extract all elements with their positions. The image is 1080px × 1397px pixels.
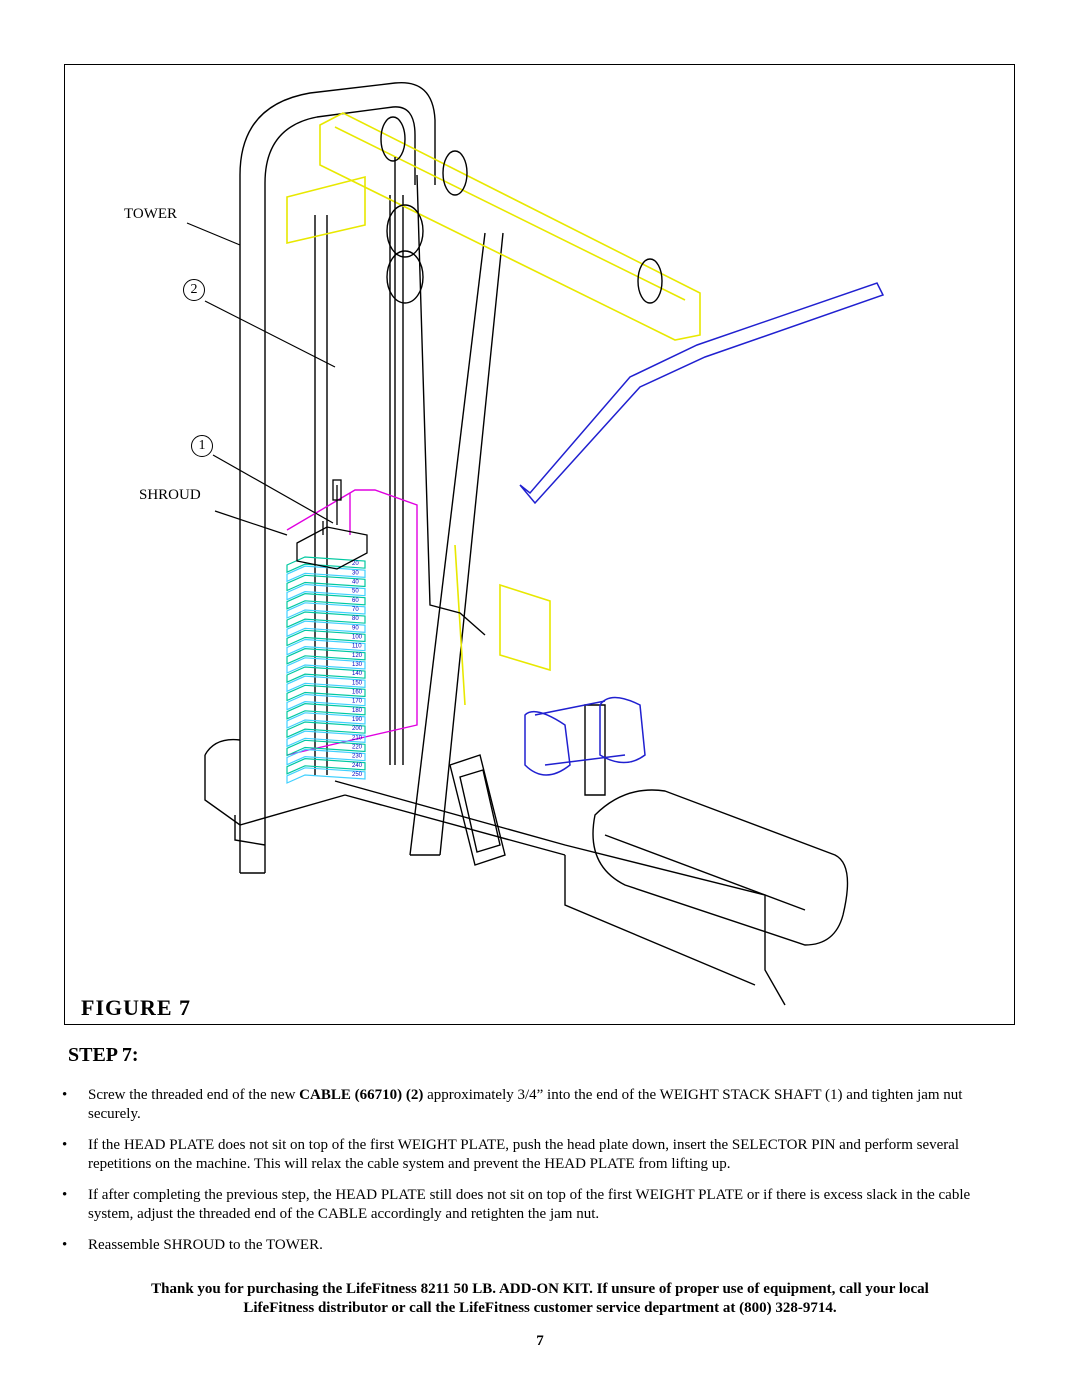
weight-plate: [286, 583, 366, 601]
tower-label: TOWER: [124, 206, 178, 222]
head-plate: [296, 479, 368, 570]
weight-plate: [286, 693, 366, 711]
head-arm: [286, 112, 701, 706]
weight-plate: [286, 648, 366, 665]
weight-plate: [286, 657, 366, 674]
weight-plate: [286, 565, 366, 583]
weight-plate: [286, 748, 366, 766]
weight-plate-label: 220: [352, 745, 363, 751]
instruction-text: If after completing the previous step, t…: [88, 1187, 971, 1222]
shroud-label: SHROUD: [139, 487, 201, 503]
weight-plate-label: 60: [352, 598, 359, 604]
instruction-text: approximately 3/4” into the end of the W…: [88, 1087, 963, 1122]
weight-plate-label: 240: [352, 763, 363, 769]
weight-plate-label: 40: [352, 580, 359, 586]
weight-plate: [286, 593, 366, 610]
weight-plate-label: 130: [352, 662, 363, 668]
weight-plate: [286, 629, 366, 647]
weight-plate: [286, 620, 366, 638]
thank-you-note: Thank you for purchasing the LifeFitness…: [70, 1280, 1010, 1318]
instruction-text: Screw the threaded end of the new: [88, 1087, 300, 1103]
weight-labels: 20 30 40 50 60 70 80 90 100 110 120 130 140 150 160 170…: [352, 561, 363, 778]
lat-bar: [519, 282, 885, 776]
instruction-list: • Screw the threaded end of the new CABL…: [62, 1086, 1007, 1255]
weight-plate: [286, 638, 366, 656]
weight-plate-label: 50: [352, 589, 359, 595]
weight-plate-label: 180: [352, 708, 363, 714]
weight-plate: [286, 666, 366, 684]
weight-plate: [286, 602, 366, 619]
weight-plate-label: 30: [352, 570, 359, 576]
weight-plate: [286, 739, 366, 757]
instruction-text: If the HEAD PLATE does not sit on top of…: [88, 1137, 960, 1172]
step-heading: STEP 7:: [68, 1044, 139, 1066]
weight-plate: [286, 767, 366, 784]
weight-plate-label: 230: [352, 754, 363, 760]
figure-box: 20 30 40 50 60 70 80 90 100 110 120 130 140 150 160 170…: [64, 64, 1015, 1025]
instruction-item: • If after completing the previous step,…: [62, 1186, 1007, 1224]
weight-stack: [286, 556, 366, 784]
instruction-bold-text: CABLE (66710) (2): [299, 1087, 424, 1103]
bullet-icon: •: [62, 1187, 68, 1203]
shaft-number-callout: 1: [191, 435, 213, 457]
weight-plate-label: 170: [352, 699, 363, 705]
weight-plate-label: 110: [352, 644, 362, 650]
bullet-icon: •: [62, 1237, 68, 1253]
weight-plate: [286, 556, 366, 574]
weight-plate-label: 200: [352, 726, 363, 732]
weight-plate: [286, 721, 366, 739]
weight-plate: [286, 758, 366, 775]
thank-you-line: LifeFitness distributor or call the Life…: [243, 1300, 837, 1316]
weight-plate: [286, 574, 366, 592]
weight-plate-label: 250: [352, 772, 363, 778]
shroud: [286, 489, 418, 756]
weight-plate: [286, 703, 366, 720]
thank-you-line: Thank you for purchasing the LifeFitness…: [151, 1281, 929, 1297]
weight-plate-label: 100: [352, 635, 363, 641]
figure-caption: FIGURE 7: [81, 995, 192, 1020]
weight-plate: [286, 611, 366, 629]
weight-plate-label: 190: [352, 717, 363, 723]
weight-plate-label: 140: [352, 671, 363, 677]
instruction-item: • Screw the threaded end of the new CABL…: [62, 1086, 1007, 1124]
weight-plate: [286, 675, 366, 693]
weight-plate-label: 210: [352, 735, 363, 741]
weight-plate-label: 120: [352, 653, 363, 659]
weight-plate: [286, 712, 366, 729]
weight-plate-label: 160: [352, 690, 363, 696]
instruction-item: • Reassemble SHROUD to the TOWER.: [62, 1236, 1007, 1255]
instruction-item: • If the HEAD PLATE does not sit on top …: [62, 1136, 1007, 1174]
bullet-icon: •: [62, 1137, 68, 1153]
weight-plate: [286, 730, 366, 748]
cable-number-callout: 2: [183, 279, 205, 301]
weight-plate-label: 90: [352, 625, 359, 631]
weight-plate-label: 70: [352, 607, 359, 613]
machine-illustration: 20 30 40 50 60 70 80 90 100 110 120 130 140 150 160 170…: [186, 81, 885, 1006]
weight-plate: [286, 684, 366, 702]
weight-plate-label: 80: [352, 616, 359, 622]
weight-plate-label: 20: [352, 561, 359, 567]
bullet-icon: •: [62, 1087, 68, 1103]
page-number: 7: [536, 1333, 544, 1349]
instruction-text: Reassemble SHROUD to the TOWER.: [88, 1237, 323, 1253]
weight-plate-label: 150: [352, 680, 363, 686]
